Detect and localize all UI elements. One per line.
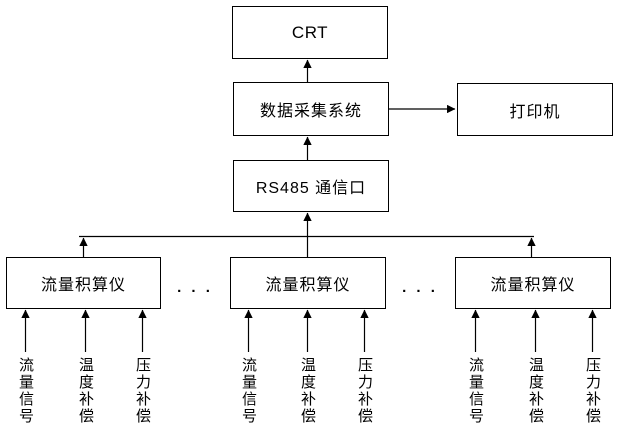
flow-totalizer-box-3: 流量积算仪 xyxy=(455,257,611,309)
ellipsis-separator-2: . . . xyxy=(402,279,438,296)
printer-box: 打印机 xyxy=(457,83,613,136)
input-label-temp-compensation-3: 温度补偿 xyxy=(527,357,544,425)
ellipsis-separator-1: . . . xyxy=(177,279,213,296)
flow-totalizer-box-1: 流量积算仪 xyxy=(6,257,161,309)
input-label-pressure-compensation-1: 压力补偿 xyxy=(134,357,151,425)
input-label-pressure-compensation-3: 压力补偿 xyxy=(584,357,601,425)
input-label-temp-compensation-1: 温度补偿 xyxy=(77,357,94,425)
data-acquisition-box: 数据采集系统 xyxy=(233,82,389,136)
input-label-temp-compensation-2: 温度补偿 xyxy=(299,357,316,425)
input-label-flow-signal-1: 流量信号 xyxy=(17,357,34,425)
input-label-pressure-compensation-2: 压力补偿 xyxy=(356,357,373,425)
crt-box: CRT xyxy=(232,6,388,59)
flow-totalizer-box-2: 流量积算仪 xyxy=(230,257,386,309)
input-label-flow-signal-2: 流量信号 xyxy=(240,357,257,425)
rs485-port-box: RS485 通信口 xyxy=(233,160,389,212)
input-label-flow-signal-3: 流量信号 xyxy=(467,357,484,425)
